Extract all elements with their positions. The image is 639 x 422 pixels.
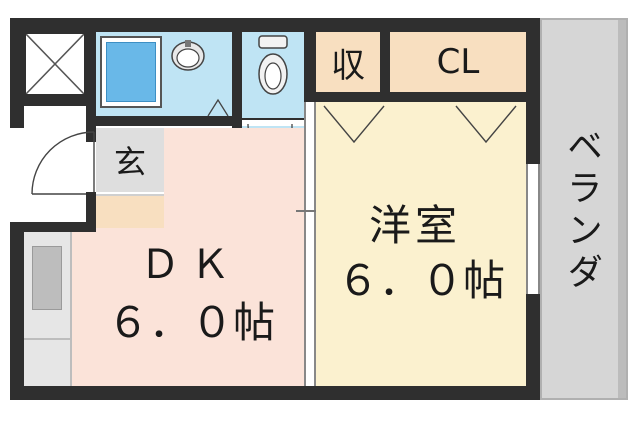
dk-floor-lower bbox=[72, 228, 304, 386]
entrance-label: 玄 bbox=[113, 143, 146, 181]
toilet-bottom-rail bbox=[242, 118, 304, 126]
entrance-left-wall bbox=[86, 192, 96, 228]
kitchen-top-wall bbox=[10, 222, 96, 232]
storage-label: 収 bbox=[331, 45, 365, 86]
western-name: 洋室 bbox=[368, 200, 461, 250]
unit-bath-icon bbox=[100, 36, 162, 108]
pipe-shaft bbox=[24, 32, 86, 96]
entrance: 玄 bbox=[96, 128, 164, 192]
balcony-label: ベランダ bbox=[561, 127, 602, 295]
dk-floor bbox=[164, 128, 304, 228]
dk-name: ＤＫ bbox=[140, 242, 240, 288]
closet-room: CL bbox=[390, 32, 526, 92]
closet-label: CL bbox=[436, 42, 480, 82]
kitchen-counter bbox=[24, 232, 72, 386]
shoe-box bbox=[96, 194, 164, 228]
pipe-shaft-wall bbox=[24, 96, 96, 106]
western-size: ６．０帖 bbox=[336, 255, 505, 305]
left-wall-upper bbox=[10, 18, 24, 128]
toilet-left-wall bbox=[232, 32, 242, 128]
bath-bottom-wall bbox=[96, 116, 244, 126]
top-wall bbox=[10, 18, 540, 32]
counter-divider bbox=[24, 338, 70, 340]
sliding-door-mark bbox=[296, 210, 324, 212]
bath-door-icon bbox=[207, 98, 229, 116]
sliding-door bbox=[304, 102, 316, 386]
balcony-window bbox=[526, 164, 540, 294]
western-room bbox=[316, 102, 526, 386]
balcony bbox=[540, 18, 628, 400]
dk-size: ６．０帖 bbox=[106, 297, 275, 347]
pipe-shaft-icon bbox=[26, 34, 84, 94]
door-swing-icon bbox=[31, 131, 95, 195]
closet-bottom-wall bbox=[316, 92, 526, 102]
kitchen-sink-icon bbox=[32, 246, 62, 310]
storage-room: 収 bbox=[316, 32, 380, 92]
storage-divider bbox=[380, 32, 390, 92]
closet-door-icon bbox=[323, 105, 517, 144]
toilet-icon bbox=[258, 35, 288, 95]
bottom-wall bbox=[10, 386, 540, 400]
left-wall-lower bbox=[10, 222, 24, 400]
balcony-rail bbox=[618, 20, 626, 398]
bath-left-wall bbox=[86, 32, 96, 142]
washbasin-icon bbox=[171, 40, 205, 71]
